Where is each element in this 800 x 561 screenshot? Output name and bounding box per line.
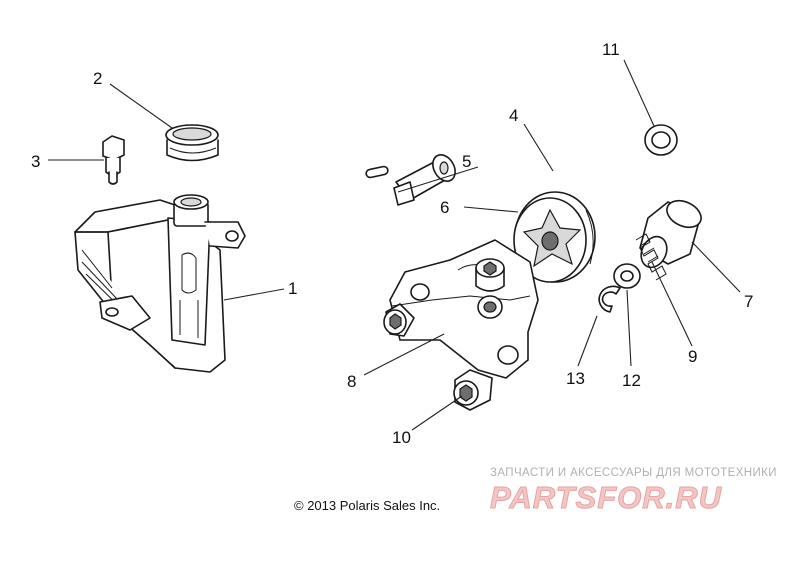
callout-11: 11	[602, 40, 620, 59]
callout-3: 3	[31, 152, 40, 171]
leader-lines	[48, 59, 741, 431]
part-4-pin	[365, 165, 389, 179]
part-9-spring	[635, 233, 667, 281]
callout-12: 12	[622, 371, 641, 390]
part-13-snap-ring	[598, 285, 621, 313]
callout-2: 2	[93, 69, 102, 88]
callout-6: 6	[440, 198, 449, 217]
callout-1: 1	[288, 279, 297, 298]
watermark-tagline: ЗАПЧАСТИ И АКСЕССУАРЫ ДЛЯ МОТОТЕХНИКИ	[490, 467, 777, 479]
part-8-screw-left	[383, 303, 415, 337]
part-1-strainer-housing	[74, 194, 246, 373]
part-3-bolt	[102, 135, 125, 185]
callout-8: 8	[347, 372, 356, 391]
part-10-cap-screw	[453, 369, 493, 411]
callout-5: 5	[462, 152, 471, 171]
copyright-notice: © 2013 Polaris Sales Inc.	[294, 498, 441, 513]
callout-7: 7	[744, 292, 753, 311]
part-8-pump-body	[389, 239, 539, 379]
part-11-washer	[644, 124, 678, 156]
part-12-washer	[613, 263, 641, 289]
part-8-screw-upper	[475, 258, 505, 292]
watermark-brand: PARTSFOR.RU	[489, 480, 723, 516]
callout-10: 10	[392, 428, 411, 447]
part-2-plug	[165, 124, 219, 162]
part-6-rotor	[513, 191, 596, 283]
part-7-cap	[639, 199, 702, 269]
callout-9: 9	[688, 347, 697, 366]
part-5-shaft	[393, 154, 456, 206]
callout-4: 4	[509, 106, 518, 125]
callout-13: 13	[566, 369, 585, 388]
callout-numbers: 1 2 3 4 5 6 7 8 9 10 11 12 13	[31, 40, 753, 447]
